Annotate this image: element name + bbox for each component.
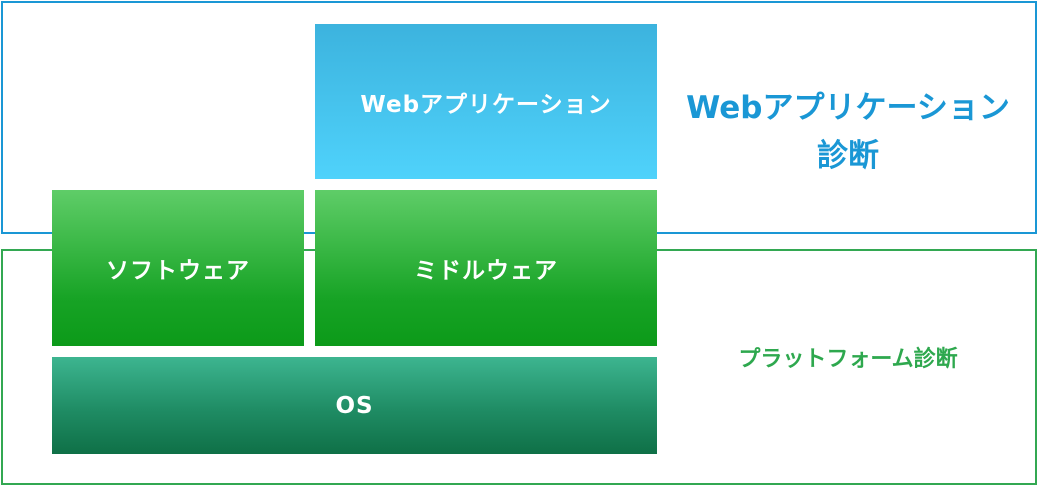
web-application-diagnosis-label-line2: 診断 xyxy=(817,138,879,174)
layer-middleware: ミドルウェア xyxy=(315,190,657,346)
layer-software-label: ソフトウェア xyxy=(106,258,250,284)
layer-middleware-label: ミドルウェア xyxy=(414,258,558,284)
web-application-diagnosis-label-line1: Webアプリケーション xyxy=(686,90,1010,126)
layer-web-application-label: Webアプリケーション xyxy=(360,91,612,118)
layer-os: OS xyxy=(52,357,657,454)
layer-software: ソフトウェア xyxy=(52,190,304,346)
layer-os-label: OS xyxy=(335,392,374,419)
platform-diagnosis-label: プラットフォーム診断 xyxy=(738,347,958,372)
layer-web-application: Webアプリケーション xyxy=(315,24,657,179)
web-application-diagnosis-label: Webアプリケーション 診断 xyxy=(667,84,1029,180)
